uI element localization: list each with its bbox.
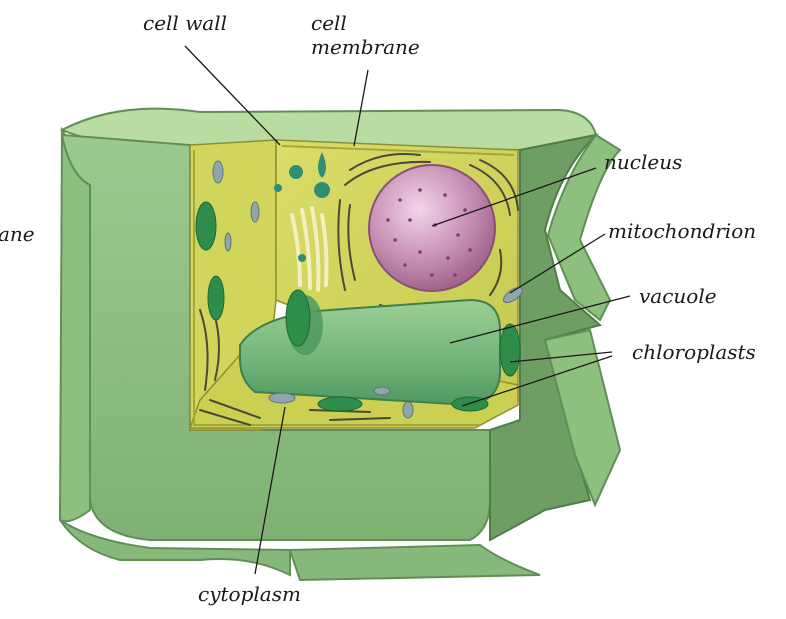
label-vacuole: vacuole bbox=[639, 284, 717, 308]
label-nucleus: nucleus bbox=[604, 150, 682, 174]
label-cut-off-left: ane bbox=[0, 222, 35, 246]
label-mitochondrion: mitochondrion bbox=[608, 219, 756, 243]
label-cell-wall: cell wall bbox=[143, 11, 227, 35]
nucleus-shape bbox=[369, 165, 495, 291]
label-cell-membrane-line2: membrane bbox=[311, 35, 420, 59]
label-cytoplasm: cytoplasm bbox=[198, 582, 301, 606]
label-chloroplasts: chloroplasts bbox=[632, 340, 756, 364]
label-cell-membrane-line1: cell bbox=[311, 11, 420, 35]
vacuole-shape bbox=[240, 295, 500, 405]
label-cell-membrane: cell membrane bbox=[311, 11, 420, 59]
